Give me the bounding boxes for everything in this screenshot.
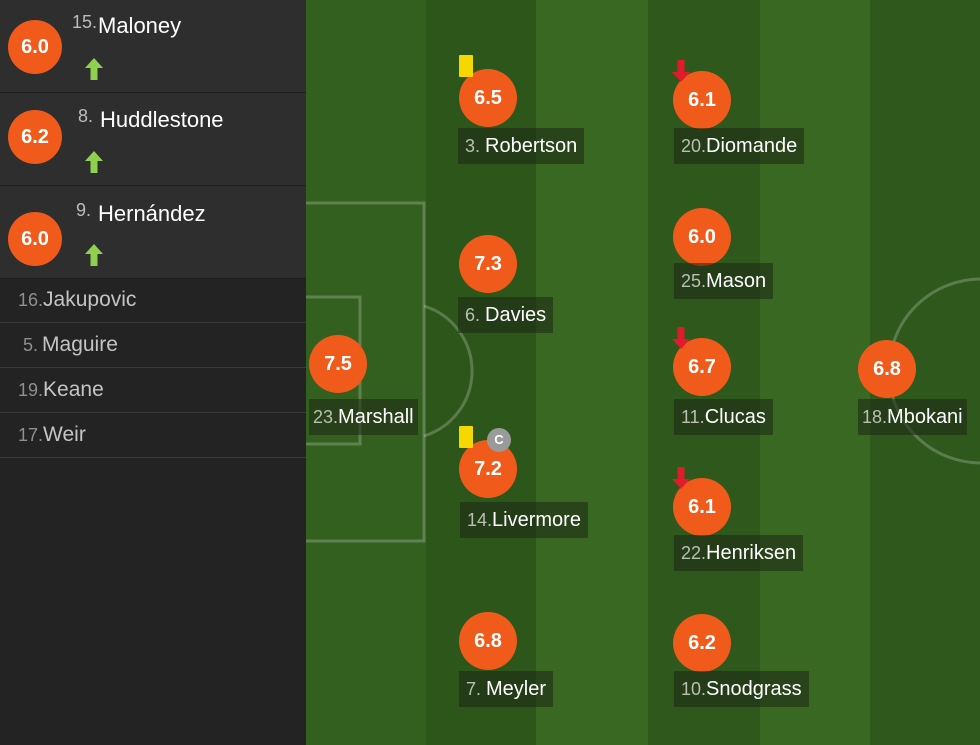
player-number: 10. [681,679,707,699]
rating-badge: 6.0 [673,208,731,266]
player-label: 3.Robertson [458,128,585,164]
player-number: 17. [18,425,44,445]
captain-icon: C [487,428,511,452]
player-name: Keane [43,378,104,401]
player-name: Clucas [704,406,766,428]
substitute-row[interactable]: 6.2 8. Huddlestone [0,93,306,186]
player-name: Henriksen [706,542,797,564]
player-label: 25.Mason [674,263,774,299]
rating-badge: 6.0 [8,20,62,74]
player-number: 5. [23,335,39,355]
yellow-card-icon [459,55,473,77]
rating-badge: 6.1 [673,71,731,129]
player-name: Mbokani [887,406,963,428]
substitute-row[interactable]: 6.0 9. Hernández [0,186,306,279]
arrow-down-icon [672,60,690,82]
player-name: Meyler [486,678,547,700]
player-name: Robertson [485,135,578,157]
player-name: Maloney [98,13,182,38]
substitutes-panel: 6.0 15. Maloney 6.2 8. Huddlestone 6.0 9… [0,0,306,745]
player-label: 18.Mbokani [858,399,967,435]
player-name: Mason [706,270,767,292]
player-name: Maguire [42,333,118,356]
player-label: 10.Snodgrass [674,671,809,707]
pitch: 7.5 23.Marshall 6.5 3.Robertson 7.3 6.Da… [306,0,980,745]
player-number: 23. [313,407,339,427]
player-label: 22.Henriksen [674,535,804,571]
player-number: 22. [681,543,707,563]
player-number: 19. [18,380,44,400]
player-label: 11.Clucas [674,399,773,435]
rating-badge: 6.1 [673,478,731,536]
rating-badge: 6.0 [8,212,62,266]
arrow-up-icon [85,151,103,173]
player-label: 20.Diomande [674,128,805,164]
player-name: Livermore [492,509,581,531]
rating-badge: 7.3 [459,235,517,293]
bench-row[interactable]: 19.Keane [0,368,306,413]
yellow-card-icon [459,426,473,448]
player-name: Snodgrass [706,678,802,700]
rating-badge: 6.2 [673,614,731,672]
rating-badge: 6.7 [673,338,731,396]
bench-row[interactable]: 17.Weir [0,413,306,458]
player-label: 6.Davies [458,297,554,333]
rating-badge: 7.2 [459,440,517,498]
player-name: Huddlestone [100,107,224,132]
player-number: 18. [862,407,888,427]
player-label: 7.Meyler [459,671,554,707]
player-name: Jakupovic [43,288,137,311]
player-label: 23.Marshall [309,399,418,435]
rating-badge: 6.2 [8,110,62,164]
player-number: 7. [466,679,482,699]
player-name: Marshall [338,406,414,428]
player-number: 11. [681,407,705,427]
player-number: 9. [76,200,92,220]
arrow-down-icon [672,327,690,349]
player-number: 15. [72,12,98,32]
player-number: 6. [465,305,481,325]
rating-badge: 7.5 [309,335,367,393]
player-number: 20. [681,136,707,156]
bench-row[interactable]: 5.Maguire [0,323,306,368]
player-number: 8. [78,106,94,126]
rating-badge: 6.5 [459,69,517,127]
arrow-down-icon [672,467,690,489]
bench-row[interactable]: 16.Jakupovic [0,278,306,323]
player-number: 3. [465,136,481,156]
arrow-up-icon [85,58,103,80]
player-name: Hernández [98,201,206,226]
rating-badge: 6.8 [459,612,517,670]
rating-badge: 6.8 [858,340,916,398]
substitute-row[interactable]: 6.0 15. Maloney [0,0,306,93]
player-name: Weir [43,423,86,446]
player-name: Davies [485,304,547,326]
arrow-up-icon [85,244,103,266]
player-number: 16. [18,290,44,310]
player-number: 14. [467,510,493,530]
player-name: Diomande [706,135,798,157]
player-number: 25. [681,271,707,291]
player-label: 14.Livermore [460,502,588,538]
